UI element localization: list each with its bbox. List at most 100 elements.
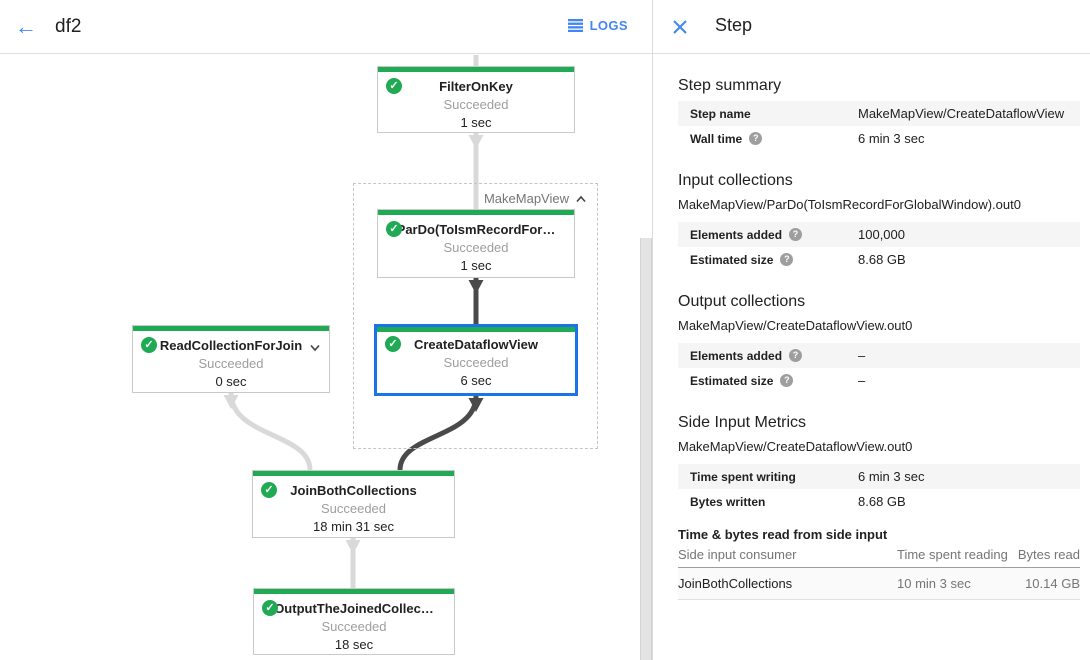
edge-arrow-icon bbox=[345, 540, 361, 554]
node-time: 18 sec bbox=[334, 637, 374, 652]
section-heading-step-summary: Step summary bbox=[678, 77, 782, 94]
section-heading-output-collections: Output collections bbox=[678, 293, 806, 310]
metric-value: 8.68 GB bbox=[858, 252, 906, 267]
metric-label: Step name bbox=[690, 106, 751, 121]
column-header: Bytes read bbox=[1017, 545, 1080, 568]
metric-row: Elements added?100,000 bbox=[678, 222, 1080, 247]
check-circle-icon: ✓ bbox=[141, 337, 157, 353]
node-time: 1 sec bbox=[460, 115, 492, 130]
column-header: Time spent reading bbox=[897, 545, 1017, 568]
logs-button[interactable]: LOGS bbox=[567, 18, 628, 33]
node-title: JoinBothCollections bbox=[290, 483, 417, 498]
node-title: FilterOnKey bbox=[439, 79, 513, 94]
step-panel-header: Step bbox=[653, 0, 1090, 54]
chevron-up-icon bbox=[576, 195, 586, 202]
graph-toolbar: ← df2 LOGS bbox=[0, 0, 652, 54]
metric-value: – bbox=[858, 348, 866, 363]
metric-row: Wall time?6 min 3 sec bbox=[678, 126, 1080, 151]
metric-label: Bytes written bbox=[690, 494, 766, 509]
metric-value: 100,000 bbox=[858, 227, 905, 242]
check-circle-icon: ✓ bbox=[386, 78, 402, 94]
table-cell: 10.14 GB bbox=[1017, 567, 1080, 600]
graph-node-pardo-toismrecord[interactable]: ✓ParDo(ToIsmRecordFor… Succeeded 1 sec bbox=[377, 209, 575, 278]
check-circle-icon: ✓ bbox=[261, 482, 277, 498]
node-status: Succeeded bbox=[443, 355, 509, 370]
column-header: Side input consumer bbox=[678, 545, 897, 568]
chevron-down-icon[interactable] bbox=[309, 339, 321, 357]
composite-group-makemapview: MakeMapView bbox=[353, 183, 598, 449]
arrow-left-icon: ← bbox=[15, 14, 37, 39]
help-icon[interactable]: ? bbox=[780, 253, 794, 266]
group-collapse-toggle[interactable]: MakeMapView bbox=[484, 191, 587, 206]
graph-node-output-the-joined-collection[interactable]: ✓OutputTheJoinedCollec… Succeeded 18 sec bbox=[253, 588, 455, 655]
metric-value: 6 min 3 sec bbox=[858, 469, 925, 484]
edge-arrow-icon bbox=[223, 395, 239, 409]
logs-list-icon bbox=[567, 19, 583, 32]
node-status: Succeeded bbox=[443, 240, 509, 255]
node-time: 1 sec bbox=[460, 258, 492, 273]
metric-row: Elements added?– bbox=[678, 343, 1080, 368]
job-name: df2 bbox=[55, 16, 82, 37]
node-status-bar bbox=[253, 471, 454, 476]
help-icon[interactable]: ? bbox=[789, 228, 803, 241]
node-status: Succeeded bbox=[443, 97, 509, 112]
panel-divider bbox=[652, 0, 653, 660]
node-title: ParDo(ToIsmRecordFor… bbox=[396, 222, 556, 237]
help-icon[interactable]: ? bbox=[749, 132, 763, 145]
help-icon[interactable]: ? bbox=[780, 374, 794, 387]
node-status-bar bbox=[378, 67, 574, 72]
section-heading-side-input-metrics: Side Input Metrics bbox=[678, 414, 807, 431]
table-cell: JoinBothCollections bbox=[678, 567, 897, 600]
node-status-bar bbox=[133, 326, 329, 331]
edge bbox=[228, 392, 313, 471]
table-cell: 10 min 3 sec bbox=[897, 567, 1017, 600]
node-status: Succeeded bbox=[321, 619, 387, 634]
check-circle-icon: ✓ bbox=[385, 336, 401, 352]
node-title: CreateDataflowView bbox=[413, 337, 539, 352]
node-time: 6 sec bbox=[460, 373, 492, 388]
back-button[interactable]: ← bbox=[12, 14, 40, 42]
metric-label: Elements added? bbox=[690, 349, 858, 363]
metric-row: Estimated size?– bbox=[678, 368, 1080, 393]
metric-value: – bbox=[858, 373, 866, 388]
metric-row: Estimated size?8.68 GB bbox=[678, 247, 1080, 272]
metric-row: Step name MakeMapView/CreateDataflowView bbox=[678, 101, 1080, 126]
node-status-bar bbox=[254, 589, 454, 594]
metric-label: Estimated size? bbox=[690, 253, 858, 267]
metric-row: Time spent writing 6 min 3 sec bbox=[678, 464, 1080, 489]
metric-label: Wall time? bbox=[690, 132, 858, 146]
node-title: ReadCollectionForJoin bbox=[159, 338, 303, 353]
node-status: Succeeded bbox=[198, 356, 264, 371]
node-time: 0 sec bbox=[215, 374, 247, 389]
output-collection-rows: Elements added?–Estimated size?– bbox=[678, 343, 1080, 393]
metric-label: Time spent writing bbox=[690, 469, 796, 484]
section-heading-input-collections: Input collections bbox=[678, 172, 793, 189]
close-icon[interactable] bbox=[672, 19, 688, 35]
metric-value: 8.68 GB bbox=[858, 494, 906, 509]
logs-button-label: LOGS bbox=[589, 18, 628, 33]
input-collection-name: MakeMapView/ParDo(ToIsmRecordForGlobalWi… bbox=[678, 197, 1021, 212]
node-title: OutputTheJoinedCollec… bbox=[274, 601, 434, 616]
metric-label: Elements added? bbox=[690, 228, 858, 242]
check-circle-icon: ✓ bbox=[386, 221, 402, 237]
help-icon[interactable]: ? bbox=[789, 349, 803, 362]
group-label: MakeMapView bbox=[483, 191, 569, 206]
check-circle-icon: ✓ bbox=[262, 600, 278, 616]
output-collection-name: MakeMapView/CreateDataflowView.out0 bbox=[678, 318, 913, 333]
edge-arrow-icon bbox=[468, 135, 484, 149]
node-status: Succeeded bbox=[320, 501, 387, 516]
graph-vertical-scrollbar[interactable] bbox=[640, 238, 652, 660]
metric-value: MakeMapView/CreateDataflowView bbox=[858, 106, 1065, 121]
